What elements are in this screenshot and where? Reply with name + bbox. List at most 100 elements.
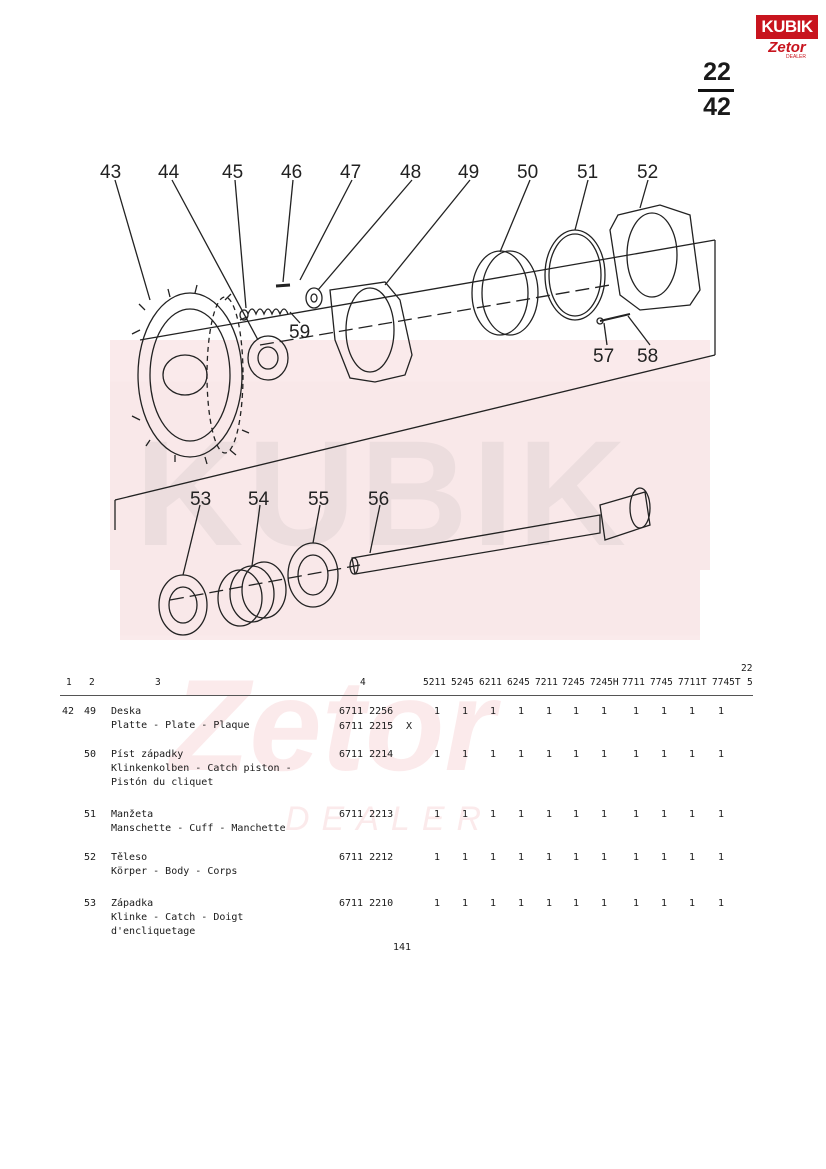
quantity-7211: 1 [545,706,553,717]
description-translations: Manschette - Cuff - Manchette [111,823,286,834]
quantity-6245: 1 [517,852,525,863]
row-position: 50 [84,749,97,760]
quantity-6245: 1 [517,809,525,820]
quantity-5211: 1 [433,898,441,909]
callout-55: 55 [308,489,329,510]
quantity-7245: 1 [572,706,580,717]
callout-59: 59 [289,322,310,343]
quantity-6245: 1 [517,749,525,760]
description-translations: Platte - Plate - Plaque [111,720,250,731]
quantity-7711T: 1 [688,852,696,863]
callout-46: 46 [281,162,302,183]
quantity-5211: 1 [433,852,441,863]
row-position: 52 [84,852,97,863]
part-54-spring [217,561,287,627]
part-51-cuff [544,229,606,321]
logo-brand-top: KUBIK [756,15,818,39]
part-57-58-screw [596,313,631,325]
quantity-7245: 1 [572,852,580,863]
quantity-5245: 1 [461,749,469,760]
callout-58: 58 [637,346,658,367]
part-53-catch [158,574,208,636]
callout-43: 43 [100,162,121,183]
quantity-7711: 1 [632,706,640,717]
part-number: 6711 2215 [339,721,394,732]
quantity-7711T: 1 [688,898,696,909]
part-number: 6711 2256 [339,706,394,717]
quantity-7211: 1 [545,898,553,909]
quantity-7745T: 1 [717,898,725,909]
quantity-6211: 1 [489,749,497,760]
quantity-7245H: 1 [600,809,608,820]
part-number: 6711 2213 [339,809,394,820]
model-header-6245: 6245 [507,677,530,688]
callout-48: 48 [400,162,421,183]
quantity-7745T: 1 [717,852,725,863]
model-header-7745: 7745 [650,677,673,688]
quantity-5245: 1 [461,809,469,820]
page-footer-number: 141 [393,942,412,953]
model-header-7245: 7245 [562,677,585,688]
quantity-7211: 1 [545,852,553,863]
callout-53: 53 [190,489,211,510]
model-header-7745T: 7745T [712,677,741,688]
part-43-gear [131,284,250,465]
callout-50: 50 [517,162,538,183]
quantity-7711: 1 [632,898,640,909]
callout-44: 44 [158,162,180,183]
part-number: 6711 2214 [339,749,394,760]
quantity-6211: 1 [489,852,497,863]
quantity-7745: 1 [660,809,668,820]
frame-line-bottom [114,354,716,501]
logo-dealer: DEALER [786,54,807,60]
description-czech: Těleso [111,852,148,863]
column-header-3: 3 [155,677,161,688]
model-header-5211: 5211 [423,677,446,688]
column-header-2: 2 [89,677,95,688]
quantity-7745T: 1 [717,809,725,820]
quantity-7745: 1 [660,852,668,863]
part-45-spring [239,308,289,321]
quantity-7211: 1 [545,809,553,820]
part-50-catch-piston [471,250,539,336]
quantity-7745: 1 [660,749,668,760]
quantity-7711: 1 [632,852,640,863]
part-55-washer [287,542,339,608]
description-translations: Klinkenkolben - Catch piston - Pistón du… [111,763,292,788]
quantity-7745T: 1 [717,706,725,717]
frame-line-top [139,239,716,341]
quantity-6211: 1 [489,706,497,717]
callout-45: 45 [222,162,243,183]
quantity-7745T: 1 [717,749,725,760]
callout-51: 51 [577,162,598,183]
callout-49: 49 [458,162,479,183]
model-header-7711T: 7711T [678,677,707,688]
quantity-7245: 1 [572,809,580,820]
quantity-7245H: 1 [600,852,608,863]
logo-brand-bottom: Zetor [768,39,806,56]
quantity-6245: 1 [517,898,525,909]
row-mark: X [406,721,413,732]
quantity-7711T: 1 [688,809,696,820]
part-47-ring [305,287,323,309]
quantity-5245: 1 [461,898,469,909]
part-46-pin [275,283,291,288]
header-divider [60,695,753,696]
quantity-7745: 1 [660,706,668,717]
callout-52: 52 [637,162,658,183]
quantity-6211: 1 [489,809,497,820]
quantity-7245H: 1 [600,706,608,717]
model-header-6211: 6211 [479,677,502,688]
quantity-7245H: 1 [600,749,608,760]
row-position: 51 [84,809,97,820]
part-52-body [609,204,701,311]
part-56-shaft [349,487,651,575]
model-header-7211: 7211 [535,677,558,688]
quantity-5245: 1 [461,852,469,863]
row-position: 53 [84,898,97,909]
